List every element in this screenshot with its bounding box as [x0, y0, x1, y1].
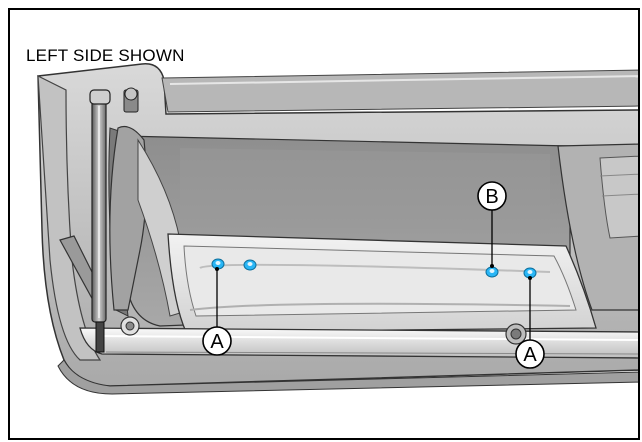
left-bracket — [109, 125, 147, 311]
callout-b: B — [477, 181, 507, 211]
glovebox-top-lip — [161, 69, 638, 113]
clip-a-left-2 — [243, 259, 257, 271]
damper-rod — [95, 321, 105, 353]
callout-a-right-label: A — [523, 344, 537, 366]
callout-a-left-label: A — [210, 331, 224, 353]
callout-a-left: A — [202, 326, 232, 356]
illustration: A A B — [37, 63, 638, 395]
left-side-wall — [37, 74, 102, 361]
illustration-frame: A A B LEFT SIDE SHOWN — [8, 8, 640, 440]
clip-a-left-1 — [211, 258, 225, 270]
callout-a-right: A — [515, 339, 545, 369]
clip-b — [485, 266, 499, 278]
view-caption: LEFT SIDE SHOWN — [26, 46, 185, 65]
callout-b-label: B — [485, 186, 498, 208]
